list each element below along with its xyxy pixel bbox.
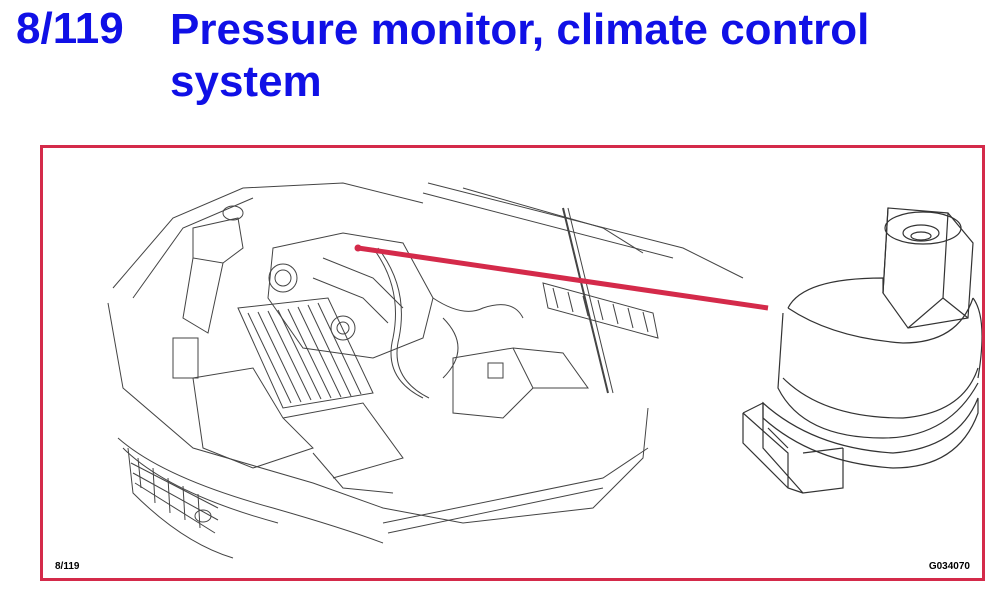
- engine-bay-illustration: [107, 182, 982, 559]
- coolant-reservoir: [172, 205, 244, 379]
- ac-pipes: [372, 247, 524, 399]
- pressure-sensor-detail: [742, 207, 982, 494]
- fender-line: [382, 447, 649, 534]
- front-grille: [117, 437, 384, 559]
- figure-frame: 8/119 G034070: [40, 145, 985, 581]
- cowl-vent: [542, 282, 659, 339]
- figure-code-label: G034070: [928, 561, 970, 572]
- figure-ref-label: 8/119: [55, 561, 80, 572]
- engine-block: [267, 232, 434, 359]
- hood-outline: [422, 182, 744, 394]
- intercooler: [237, 297, 374, 409]
- engine-bay-outline: [107, 182, 649, 524]
- reference-number: 8/119: [16, 4, 124, 53]
- pointer-dot: [354, 244, 362, 252]
- air-box: [192, 367, 404, 494]
- pointer-line: [357, 245, 769, 311]
- page-header: 8/119 Pressure monitor, climate control …: [0, 0, 1005, 120]
- page-title: Pressure monitor, climate control system: [170, 5, 870, 106]
- fuse-box: [452, 347, 589, 419]
